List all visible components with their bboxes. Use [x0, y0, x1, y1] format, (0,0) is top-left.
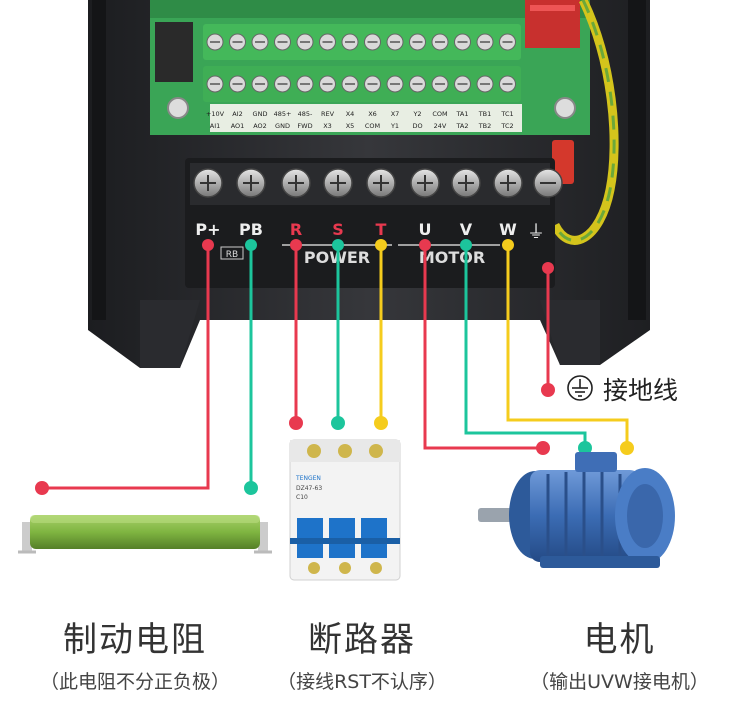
power-terminal-label: T	[376, 220, 387, 239]
pcb-mount-screw	[554, 97, 576, 119]
ground-symbol-icon	[567, 375, 593, 401]
power-terminal-label: W	[499, 220, 517, 239]
resistor-caption: 制动电阻 （此电阻不分正负极）	[30, 612, 240, 694]
power-terminal-labels: P+ PB R S T U V W ⏚	[195, 220, 545, 243]
power-terminal-label: V	[460, 220, 473, 239]
control-label-bottom: AO2	[253, 122, 267, 130]
terminal-block-lower	[203, 66, 521, 102]
endpoint-dot	[202, 239, 214, 251]
braking-resistor	[18, 515, 272, 554]
control-terminal-screws	[206, 33, 516, 93]
control-label-top: X6	[368, 110, 377, 118]
control-label-top: TA1	[455, 110, 468, 118]
motor-caption-block: 电机 （输出UVW接电机）	[512, 612, 727, 694]
endpoint-dot	[290, 239, 302, 251]
motor-caption: MOTOR	[419, 248, 485, 267]
circuit-breaker: TENGEN DZ47-63 C10	[289, 439, 401, 581]
endpoint-dot	[541, 383, 555, 397]
endpoint-dot	[536, 441, 550, 455]
endpoint-dot	[245, 239, 257, 251]
endpoint-dot	[578, 441, 592, 455]
wire-v	[464, 245, 587, 448]
control-label-top: X7	[391, 110, 400, 118]
power-terminal-label: U	[419, 220, 432, 239]
pcb-mount-screw	[167, 97, 189, 119]
control-label-bottom: TB2	[478, 122, 492, 130]
control-label-top: REV	[321, 110, 335, 118]
endpoint-dot	[419, 239, 431, 251]
control-label-top: COM	[432, 110, 447, 118]
endpoint-dot	[375, 239, 387, 251]
endpoint-dot	[244, 481, 258, 495]
resistor-title: 制动电阻	[63, 620, 207, 660]
ground-label: 接地线	[603, 376, 679, 405]
control-label-top: TB1	[478, 110, 492, 118]
endpoint-dot	[35, 481, 49, 495]
control-label-bottom: FWD	[297, 122, 312, 130]
breaker-rating: C10	[296, 494, 308, 501]
breaker-note: （接线RST不认序）	[277, 671, 447, 693]
endpoint-dot	[620, 441, 634, 455]
endpoint-dot	[374, 416, 388, 430]
electric-motor	[478, 452, 675, 568]
wire-w	[506, 245, 629, 448]
control-label-bottom: TA2	[455, 122, 468, 130]
motor-terminal-box	[575, 452, 617, 472]
endpoint-dot	[460, 239, 472, 251]
control-label-top: Y2	[412, 110, 421, 118]
endpoint-dot	[331, 416, 345, 430]
terminal-block-upper	[203, 24, 521, 60]
control-label-top: 485+	[274, 110, 292, 118]
control-label-bottom: AO1	[231, 122, 245, 130]
breaker-brand: TENGEN	[295, 475, 321, 482]
control-label-bottom: 24V	[434, 122, 447, 130]
power-terminal-label: PB	[239, 220, 263, 239]
breaker-caption: 断路器 （接线RST不认序）	[262, 612, 462, 694]
wire-pplus	[42, 245, 210, 490]
endpoint-dot	[332, 239, 344, 251]
control-label-bottom: AI1	[210, 122, 221, 130]
wiring-lines	[42, 245, 629, 490]
motor-shaft	[478, 508, 518, 522]
control-label-bottom: TC2	[500, 122, 513, 130]
power-terminal-label: P+	[195, 220, 220, 239]
control-label-bottom: GND	[275, 122, 290, 130]
control-label-bottom: Y1	[390, 122, 399, 130]
control-label-bottom: X3	[323, 122, 332, 130]
control-label-top: TC1	[500, 110, 513, 118]
resistor-note: （此电阻不分正负极）	[39, 671, 230, 693]
control-label-top: GND	[253, 110, 268, 118]
control-label-bottom: X5	[346, 122, 355, 130]
breaker-model: DZ47-63	[296, 485, 322, 492]
motor-title: 电机	[583, 620, 656, 660]
motor-note: （输出UVW接电机）	[530, 671, 709, 693]
control-label-top: X4	[346, 110, 355, 118]
rb-label: RB	[226, 250, 238, 260]
endpoint-dot	[542, 262, 554, 274]
power-terminal-screws	[193, 168, 563, 198]
control-label-top: AI2	[232, 110, 243, 118]
ground-terminal-icon: ⏚	[527, 222, 545, 243]
breaker-title: 断路器	[308, 620, 416, 660]
wire-u	[423, 245, 543, 450]
power-terminal-label: S	[332, 220, 344, 239]
control-label-top: +10V	[206, 110, 225, 118]
control-label-top: 485-	[298, 110, 313, 118]
power-terminal-label: R	[290, 220, 302, 239]
control-label-bottom: DO	[412, 122, 422, 130]
control-label-bottom: COM	[365, 122, 380, 130]
endpoint-dot	[502, 239, 514, 251]
endpoint-dot	[289, 416, 303, 430]
header-pins	[155, 22, 193, 82]
wire-endpoints	[35, 239, 634, 495]
